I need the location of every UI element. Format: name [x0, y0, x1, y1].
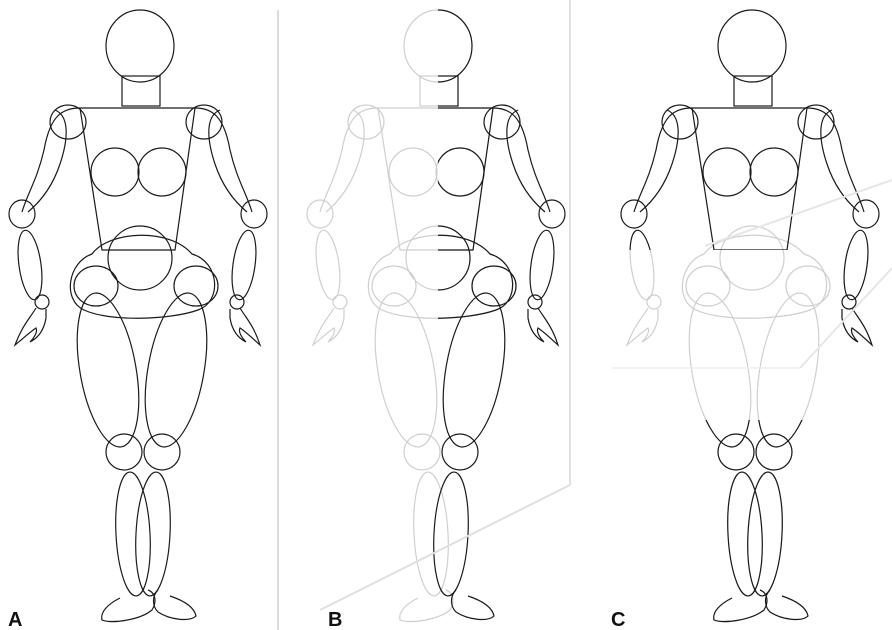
panel-c-figure-lower-mixed	[621, 105, 879, 622]
panel-a-figure-lower	[70, 226, 218, 318]
panel-c-figure-upper-dark	[621, 10, 879, 622]
panel-b-figure-upper-faint	[378, 10, 493, 250]
panel-c-figure-lower-faint	[682, 226, 830, 318]
panel-c-legs-dark	[621, 105, 879, 622]
panel-b	[307, 10, 565, 622]
panel-a	[9, 10, 267, 622]
panel-b-figure-lower-faint	[368, 226, 516, 318]
panel-a-label: A	[8, 609, 22, 630]
panel-b-label: B	[328, 609, 342, 630]
panel-c	[621, 10, 879, 622]
panel-c-right-hand-dark	[745, 105, 879, 619]
panel-a-figure-left	[9, 105, 155, 622]
panel-b-figure-right	[431, 105, 565, 619]
panel-a-figure-right	[133, 105, 267, 619]
panel-c-label: C	[611, 609, 625, 630]
panel-a-figure-upper	[80, 10, 195, 250]
panel-c-sheet-fold-bottom	[800, 268, 892, 368]
panel-b-figure-left-faint	[307, 105, 453, 622]
panel-c-sheet-fold-top	[705, 180, 892, 246]
